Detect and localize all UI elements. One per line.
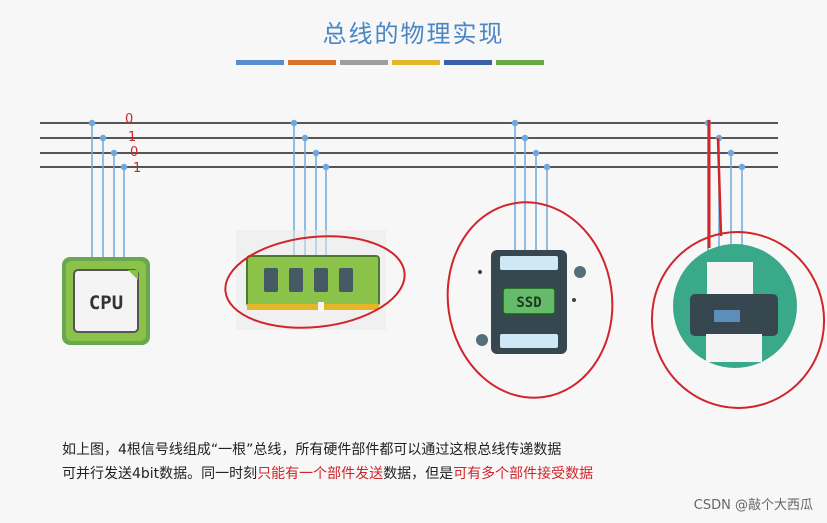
caption: 如上图，4根信号线组成“一根”总线，所有硬件部件都可以通过这根总线传递数据 可并… [62,438,802,486]
caption-line-2d: 可有多个部件接受数据 [453,466,593,482]
watermark: CSDN @敲个大西瓜 [694,494,813,513]
cpu-taps [90,121,127,259]
ssd-label: SSD [516,295,541,311]
caption-line-2: 可并行发送4bit数据。同一时刻只能有一个部件发送数据，但是可有多个部件接受数据 [62,462,802,486]
caption-line-2a: 可并行发送4bit数据。同一时刻 [62,466,257,482]
bit-1: 0 [125,112,133,127]
cpu-label: CPU [89,292,123,314]
printer-taps [706,121,745,256]
bit-3: 0 [130,145,138,160]
ssd-icon: SSD [476,250,586,354]
bit-4: 1 [133,161,141,176]
caption-line-2b: 只能有一个部件发送 [257,466,383,482]
bus-lines [40,123,778,167]
caption-line-1: 如上图，4根信号线组成“一根”总线，所有硬件部件都可以通过这根总线传递数据 [62,438,802,462]
ssd-taps [513,121,550,253]
caption-line-2c: 数据，但是 [383,466,453,482]
bit-2: 1 [128,130,136,145]
ram-module-icon [236,230,386,330]
cpu-icon: CPU [62,257,150,345]
printer-icon [673,244,797,368]
